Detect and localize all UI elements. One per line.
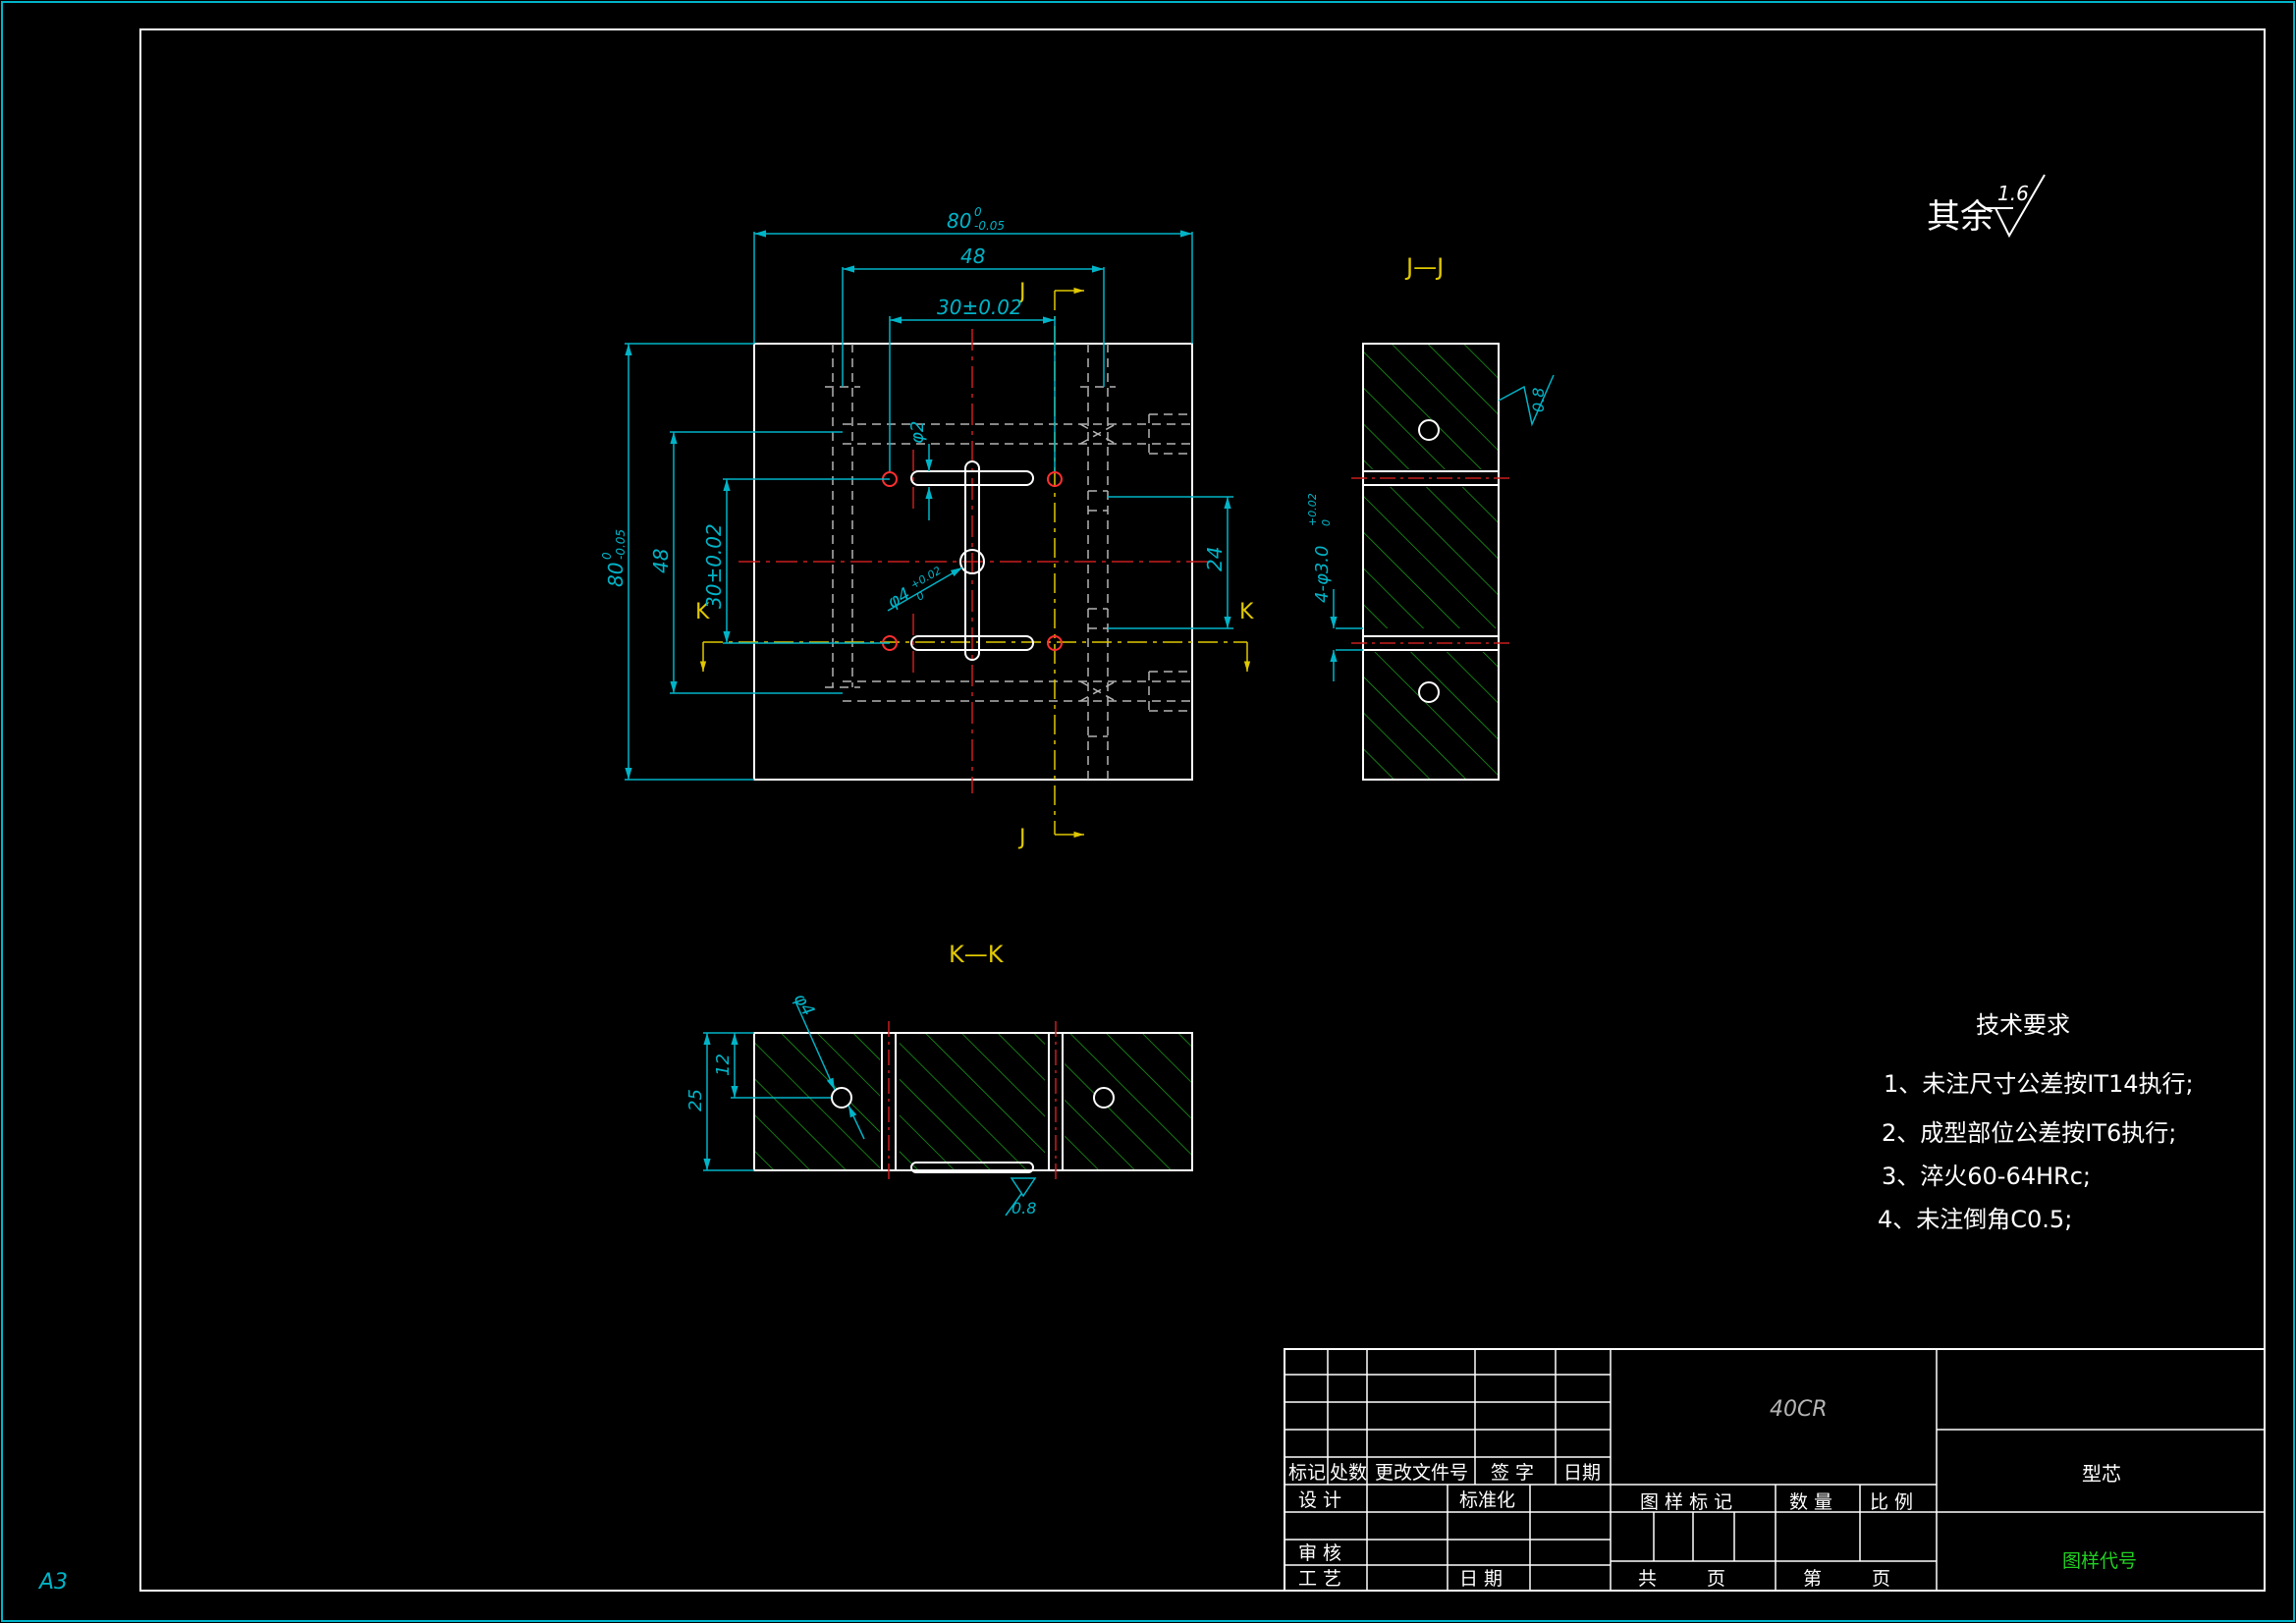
- roughness-value: 1.6: [1997, 182, 2029, 205]
- dim-overall-width-tol-lower: -0.05: [974, 219, 1005, 233]
- tb-part-name: 型芯: [2082, 1462, 2121, 1486]
- dim-hole-d4-tol-lower: 0: [914, 589, 927, 604]
- kk-outline: [753, 1032, 1193, 1171]
- kk-dim-12: 12: [713, 1054, 734, 1076]
- dim-hole-d4: φ4: [884, 583, 914, 613]
- hidden-lines: [825, 344, 1192, 780]
- section-mark-k-left: K: [695, 600, 710, 624]
- dim-hole-d2: φ2: [907, 421, 928, 444]
- center-lines: [738, 329, 1208, 793]
- tb-design: 设 计: [1298, 1489, 1341, 1511]
- tb-drawing-mark: 图 样 标 记: [1640, 1491, 1732, 1513]
- jj-holes-tol-upper: +0.02: [1306, 493, 1319, 526]
- roughness-label: 其余: [1927, 197, 1994, 237]
- tech-requirements: 技术要求 1、未注尺寸公差按IT14执行; 2、成型部位公差按IT6执行; 3、…: [1878, 1011, 2194, 1233]
- sheet-size-label: A3: [37, 1570, 68, 1595]
- inner-border: [139, 28, 2266, 1592]
- tech-req-item-4: 4、未注倒角C0.5;: [1878, 1206, 2072, 1233]
- jj-hole-bottom: [1418, 681, 1440, 703]
- rev-header-mark: 标记: [1288, 1462, 1326, 1484]
- jj-outline: [1362, 343, 1500, 781]
- tb-material: 40CR: [1770, 1397, 1828, 1422]
- jj-holes-dim: 4-φ3.0: [1312, 546, 1333, 603]
- tb-drawing-code: 图样代号: [2062, 1550, 2137, 1572]
- tech-req-title: 技术要求: [1976, 1011, 2070, 1039]
- jj-view: J—J 0.8 4-φ3.0 +0.02 0: [1306, 253, 1555, 781]
- dim-overall-width-tol-upper: 0: [974, 205, 982, 219]
- tb-sheet-no: 第: [1803, 1568, 1822, 1590]
- section-mark-j-bottom: J: [1017, 826, 1026, 850]
- tech-req-item-1: 1、未注尺寸公差按IT14执行;: [1884, 1070, 2194, 1098]
- dim-height-30: 30±0.02: [702, 523, 726, 609]
- rev-header-date: 日期: [1563, 1462, 1601, 1484]
- dim-overall-height-tol-upper: 0: [600, 552, 614, 560]
- tech-req-item-3: 3、淬火60-64HRc;: [1882, 1163, 2091, 1190]
- jj-holes-tol-lower: 0: [1320, 519, 1333, 526]
- tb-quantity: 数 量: [1789, 1491, 1832, 1513]
- title-block: 标记 处数 更改文件号 签 字 日期 设 计 标准化 审 核 工 艺 日 期 4…: [1284, 1348, 2266, 1592]
- tb-scale: 比 例: [1870, 1491, 1913, 1513]
- jj-roughness: 0.8: [1529, 388, 1548, 412]
- kk-hole-right: [1093, 1087, 1115, 1109]
- dim-overall-width: 80: [947, 209, 971, 233]
- dim-overall-height-tol-lower: -0.05: [614, 529, 628, 560]
- rev-header-count: 处数: [1330, 1462, 1367, 1484]
- dim-width-30: 30±0.02: [937, 296, 1022, 319]
- dim-height-48: 48: [649, 549, 673, 573]
- tb-review: 审 核: [1298, 1542, 1341, 1564]
- jj-hole-top: [1418, 419, 1440, 441]
- section-mark-k-right: K: [1239, 600, 1254, 624]
- general-roughness: 其余 1.6: [1927, 174, 2046, 239]
- kk-dim-d4: φ4: [790, 990, 819, 1020]
- kk-hole-left: [831, 1087, 852, 1109]
- top-dimensions: [625, 230, 1233, 781]
- kk-dim-25: 25: [685, 1089, 706, 1111]
- tech-req-item-2: 2、成型部位公差按IT6执行;: [1882, 1119, 2176, 1147]
- kk-view: K—K 25 1: [685, 941, 1193, 1217]
- tb-process: 工 艺: [1298, 1568, 1341, 1590]
- dim-24: 24: [1203, 547, 1227, 571]
- jj-view-title: J—J: [1404, 253, 1444, 281]
- dim-hole-d4-tol-upper: +0.02: [908, 564, 944, 591]
- tb-total: 共: [1638, 1568, 1657, 1590]
- kk-view-title: K—K: [949, 941, 1005, 968]
- tb-page2: 页: [1872, 1568, 1890, 1590]
- runner: [910, 460, 1034, 661]
- tb-date: 日 期: [1459, 1568, 1503, 1590]
- section-cut-lines: [703, 291, 1247, 835]
- rev-header-sign: 签 字: [1491, 1462, 1534, 1484]
- dim-width-48: 48: [960, 244, 985, 268]
- tb-standardization: 标准化: [1459, 1489, 1515, 1511]
- top-view: J J K K: [600, 205, 1254, 850]
- rev-header-doc: 更改文件号: [1375, 1462, 1468, 1484]
- section-mark-j-top: J: [1017, 280, 1026, 304]
- tb-page: 页: [1707, 1568, 1725, 1590]
- dim-overall-height: 80: [604, 563, 628, 587]
- kk-roughness: 0.8: [1011, 1199, 1036, 1217]
